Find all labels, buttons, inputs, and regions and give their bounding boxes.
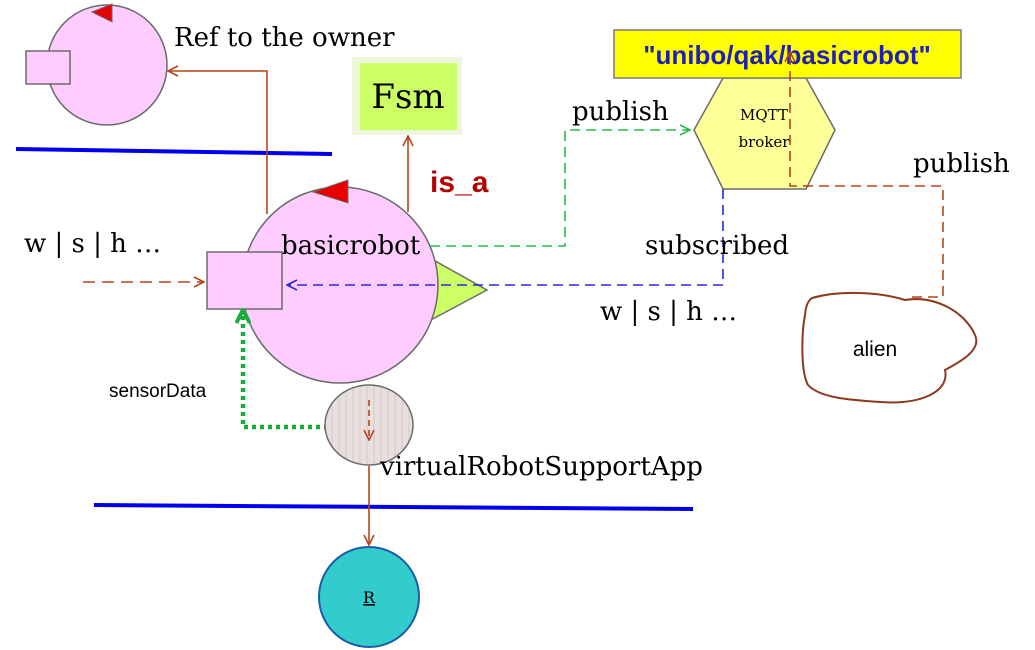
- is-a-label: is_a: [430, 166, 489, 199]
- ref-owner-label: Ref to the owner: [174, 23, 395, 53]
- owner-actor: [25, 3, 168, 126]
- dispatch-flag-icon: [90, 3, 113, 23]
- robot-circle-icon: [318, 546, 420, 648]
- robot-r-label: R: [363, 588, 376, 607]
- commands-left-label: w | s | h …: [24, 229, 161, 259]
- separator-line-top: [15, 147, 333, 156]
- separator-line-bottom: [93, 503, 694, 511]
- alien-label: alien: [853, 338, 897, 361]
- publish-arrow-basicrobot: [430, 130, 690, 247]
- owner-ref-arrow: [168, 71, 268, 214]
- commands-right-label: w | s | h …: [600, 297, 737, 327]
- alien-cloud-shape: [801, 291, 978, 404]
- publish-arrow-alien: [790, 52, 944, 298]
- basicrobot-mailbox-icon: [206, 251, 283, 310]
- fsm-label: Fsm: [371, 77, 444, 117]
- sensor-data-label: sensorData: [109, 381, 207, 402]
- virtual-app-label: virtualRobotSupportApp: [379, 452, 703, 482]
- mailbox-icon: [25, 50, 71, 85]
- basicrobot-label: basicrobot: [281, 231, 421, 261]
- publish-label-left: publish: [572, 97, 669, 127]
- broker-label: broker: [739, 133, 791, 151]
- subscribed-label: subscribed: [645, 231, 789, 261]
- mqtt-label: MQTT: [740, 106, 788, 124]
- topic-label: "unibo/qak/basicrobot": [643, 40, 931, 70]
- subscribed-arrow: [287, 189, 724, 285]
- fsm-box-inner: [360, 63, 457, 130]
- publish-label-right: publish: [913, 149, 1010, 179]
- sensor-data-arrow: [243, 311, 328, 430]
- basicrobot-dispatch-flag-icon: [311, 179, 349, 204]
